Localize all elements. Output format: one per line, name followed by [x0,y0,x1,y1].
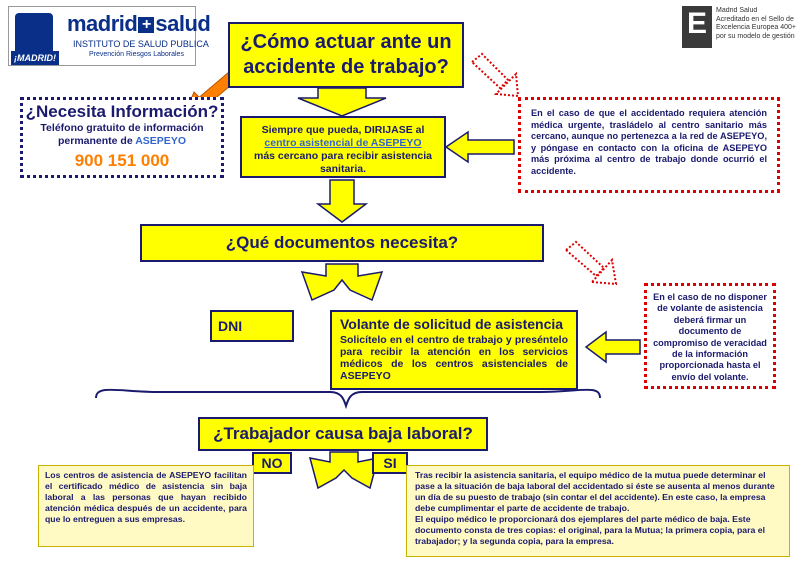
info-brand: ASEPEYO [135,135,186,147]
logo-subtitle: Prevención Riesgos Laborales [89,51,184,58]
seal-caption: Madrid Salud Acreditado en el Sello de E… [716,7,798,41]
sick-leave-title: ¿Trabajador causa baja laboral? [198,417,488,451]
left-arrow-icon [444,130,515,164]
info-line: permanente de ASEPEYO [23,135,221,148]
down-arrow-icon [297,87,387,117]
phone-number[interactable]: 900 151 000 [74,151,170,170]
seal-line: Madrid Salud [716,7,758,14]
logo-name-right: salud [155,11,211,36]
si-label: SI [372,452,408,474]
center-link[interactable]: centro asistencial de ASEPEYO [264,137,422,149]
leave-paragraph: Tras recibir la asistencia sanitaria, el… [415,470,775,513]
seal-line: por su modelo de gestión [716,32,795,40]
leave-box: Tras recibir la asistencia sanitaria, el… [406,465,790,557]
no-label: NO [252,452,292,474]
logo-name-left: madrid [67,11,138,36]
no-leave-box: Los centros de asistencia de ASEPEYO fac… [38,465,254,547]
split-arrow-icon [308,451,380,490]
excellence-seal: E [682,6,712,48]
red-dotted-arrow-icon [564,240,618,286]
logo-city-tag: ¡MADRID! [11,51,59,65]
curly-brace [95,388,601,410]
down-arrow-icon [315,179,369,223]
volante-box: Volante de solicitud de asistencia Solic… [330,310,578,390]
direct-to-center-box: Siempre que pueda, DIRIJASE al centro as… [240,116,446,178]
info-line: Teléfono gratuito de información [40,122,204,134]
info-line-prefix: permanente de [58,135,136,147]
seal-line: Excelencia Europea 400+ [716,24,796,31]
madrid-salud-logo: ¡MADRID! madrid+salud INSTITUTO DE SALUD… [8,6,211,66]
main-title: ¿Cómo actuar ante un accidente de trabaj… [228,22,464,88]
info-title: ¿Necesita Información? [25,102,219,121]
direct-text: Siempre que pueda, DIRIJASE al [261,124,425,136]
seal-line: Acreditado en el Sello de [716,15,794,23]
leave-paragraph: El equipo médico le proporcionará dos ej… [415,514,766,546]
red-dotted-arrow-icon [470,52,520,98]
split-arrow-icon [300,263,384,302]
logo-plus-icon: + [138,17,155,33]
volante-title: Volante de solicitud de asistencia [340,316,564,332]
left-arrow-icon [584,330,641,364]
volante-note: En el caso de no disponer de volante de … [644,283,776,389]
seal-letter: E [686,7,707,40]
dni-box: DNI [210,310,294,342]
logo-institute: INSTITUTO DE SALUD PUBLICA [73,39,209,49]
volante-text: Solicítelo en el centro de trabajo y pre… [340,334,568,382]
documents-title: ¿Qué documentos necesita? [140,224,544,262]
direct-text: más cercano para recibir asistencia sani… [253,150,433,175]
info-box: ¿Necesita Información? Teléfono gratuito… [20,97,224,178]
urgent-note: En el caso de que el accidentado requier… [518,97,780,193]
logo-wordmark: madrid+salud [67,11,211,37]
